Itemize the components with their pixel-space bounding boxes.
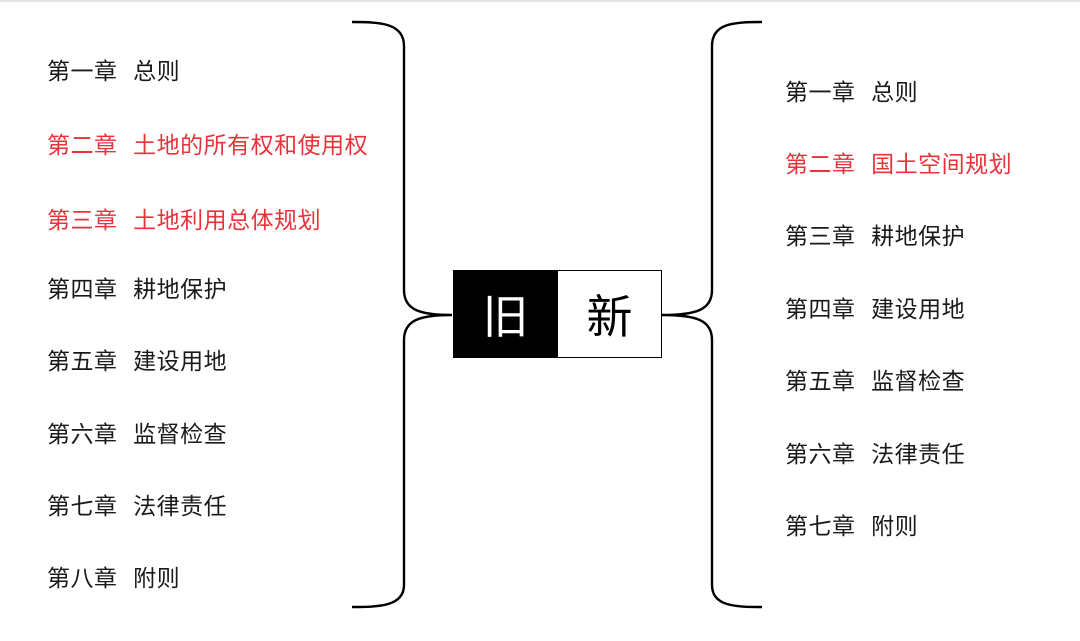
new-chapter-6: 第六章 法律责任	[785, 442, 966, 468]
old-chapter-6: 第六章 监督检查	[47, 422, 228, 448]
new-chapter-7: 第七章 附则	[785, 514, 919, 540]
new-chapter-1: 第一章 总则	[785, 80, 919, 106]
old-chapter-4: 第四章 耕地保护	[47, 277, 228, 303]
top-divider	[0, 0, 1080, 2]
new-chapter-4: 第四章 建设用地	[785, 297, 966, 323]
old-chapter-8: 第八章 附则	[47, 566, 181, 592]
old-label: 旧	[482, 290, 529, 344]
old-chapter-5: 第五章 建设用地	[47, 349, 228, 375]
old-chapter-7: 第七章 法律责任	[47, 494, 228, 520]
new-label: 新	[586, 290, 633, 344]
old-bracket	[351, 20, 453, 609]
old-chapter-2: 第二章 土地的所有权和使用权	[47, 133, 369, 159]
new-chapter-2: 第二章 国土空间规划	[785, 152, 1013, 178]
new-chapter-5: 第五章 监督检查	[785, 369, 966, 395]
old-chapter-3: 第三章 土地利用总体规划	[47, 208, 322, 234]
new-label-box: 新	[557, 270, 662, 358]
old-chapter-1: 第一章 总则	[47, 59, 181, 85]
new-bracket	[661, 20, 763, 609]
new-chapter-3: 第三章 耕地保护	[785, 224, 966, 250]
old-label-box: 旧	[453, 270, 558, 358]
